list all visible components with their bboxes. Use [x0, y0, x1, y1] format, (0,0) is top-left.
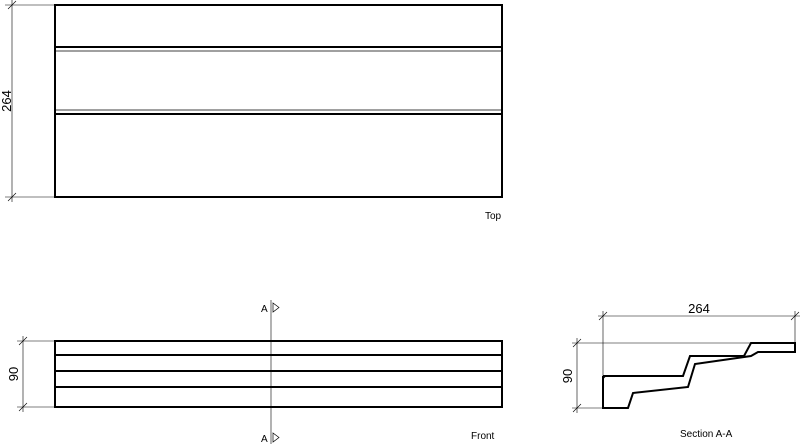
- section-arrow-top-icon: [272, 302, 280, 313]
- top-view-dimension: 264: [0, 0, 55, 202]
- section-height-label: 90: [560, 369, 575, 383]
- section-profile: [602, 342, 796, 409]
- section-cut-line: A A: [261, 300, 280, 444]
- top-view-dimension-label: 264: [0, 90, 14, 112]
- front-view: A A 90 Front: [6, 300, 503, 444]
- section-arrow-bottom-icon: [272, 432, 280, 443]
- section-height-dimension: 90: [560, 338, 751, 413]
- section-view: 264 90 Section A-A: [560, 301, 800, 440]
- top-view-label: Top: [485, 211, 502, 222]
- front-view-dimension-label: 90: [6, 367, 21, 381]
- top-view-outline: [54, 4, 503, 198]
- front-view-outline: [54, 340, 503, 408]
- section-view-label: Section A-A: [680, 429, 733, 440]
- section-marker-top: A: [261, 304, 268, 315]
- section-marker-bottom: A: [261, 434, 268, 444]
- section-width-label: 264: [688, 301, 710, 316]
- section-width-dimension: 264: [598, 301, 800, 376]
- front-view-label: Front: [471, 431, 495, 442]
- front-view-dimension: 90: [6, 336, 55, 412]
- top-view: 264 Top: [0, 0, 503, 222]
